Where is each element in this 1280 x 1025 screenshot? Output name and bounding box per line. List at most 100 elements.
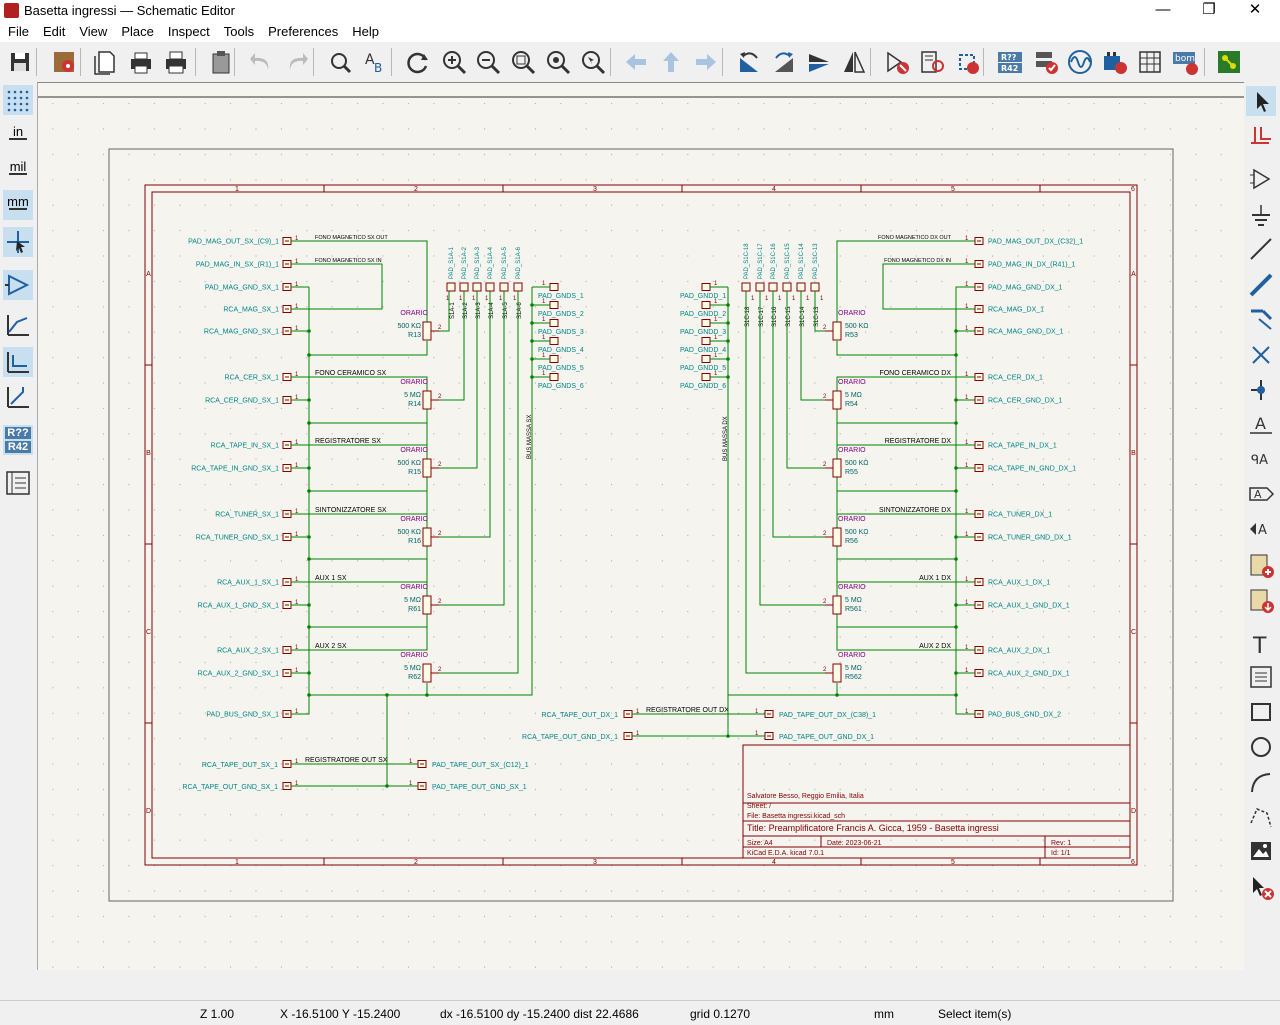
find-button[interactable] — [326, 48, 354, 76]
menu-preferences[interactable]: Preferences — [268, 24, 339, 39]
navigate-forward-button[interactable] — [692, 48, 720, 76]
pin-number: 1 — [485, 296, 489, 302]
line-mode-free-button[interactable] — [3, 310, 33, 340]
switch-pad — [472, 282, 482, 292]
units-mm-button[interactable]: mm — [3, 190, 33, 220]
import-sheet-icon — [1250, 589, 1274, 613]
pcb-editor-button[interactable] — [1215, 48, 1243, 76]
wire — [836, 410, 956, 424]
menu-help[interactable]: Help — [352, 24, 379, 39]
place-power-tool-button[interactable] — [1246, 200, 1276, 230]
junction — [726, 321, 730, 325]
toolbar-separator — [234, 48, 235, 76]
zoom-selection-button[interactable] — [579, 48, 607, 76]
close-button[interactable]: ✕ — [1248, 1, 1262, 18]
page-settings-button[interactable] — [92, 48, 120, 76]
units-inches-button[interactable]: in — [3, 120, 33, 150]
switch-name: S1C-13 — [814, 306, 820, 327]
fields-table-button[interactable] — [1136, 48, 1164, 76]
zoom-fit-button[interactable] — [509, 48, 537, 76]
menu-edit[interactable]: Edit — [42, 24, 66, 39]
symbol-browser-button[interactable] — [918, 48, 946, 76]
annotate-highlight-button[interactable]: R?? R42 — [3, 425, 33, 455]
select-tool-button[interactable] — [1246, 86, 1276, 116]
import-sheet-tool-button[interactable] — [1246, 585, 1276, 615]
add-rectangle-tool-button[interactable] — [1246, 697, 1276, 727]
line-mode-90-button[interactable] — [3, 347, 33, 377]
add-label-tool-button[interactable]: A — [1246, 410, 1276, 440]
no-connect-tool-button[interactable] — [1246, 340, 1276, 370]
horizontal-scroll-area[interactable] — [37, 970, 1243, 1000]
units-mils-button[interactable]: mil — [9, 159, 27, 175]
menu-inspect[interactable]: Inspect — [167, 24, 210, 39]
rotate-cw-button[interactable] — [770, 48, 798, 76]
annotate-button[interactable]: R??R42 — [996, 48, 1024, 76]
add-graphic-line-tool-button[interactable] — [1246, 802, 1276, 832]
add-sheet-tool-button[interactable] — [1246, 550, 1276, 580]
highlight-net-tool-button[interactable] — [1246, 120, 1276, 150]
zoom-in-button[interactable] — [440, 48, 468, 76]
navigate-up-button[interactable] — [657, 48, 685, 76]
add-global-label-tool-button[interactable]: A — [1246, 479, 1276, 509]
connector-label: RCA_MAG_DX_1 — [988, 307, 1044, 314]
grid-toggle-button[interactable] — [3, 85, 33, 115]
add-hier-label-tool-button[interactable]: A — [1246, 514, 1276, 544]
navigate-back-button[interactable] — [622, 48, 650, 76]
menu-place[interactable]: Place — [121, 24, 154, 39]
paste-button[interactable] — [207, 48, 235, 76]
bom-button[interactable]: bom — [1171, 48, 1199, 76]
erc-button[interactable] — [1032, 48, 1060, 76]
redo-button[interactable] — [283, 48, 311, 76]
add-junction-tool-button[interactable] — [1246, 375, 1276, 405]
hierarchy-panel-button[interactable] — [3, 468, 33, 498]
zoom-out-button[interactable] — [474, 48, 502, 76]
junction — [954, 421, 958, 425]
add-netclass-tool-button[interactable]: ᑫA — [1246, 443, 1276, 473]
minimize-button[interactable]: — — [1155, 1, 1171, 18]
symbol-editor-button[interactable] — [883, 48, 911, 76]
place-symbol-tool-button[interactable] — [1246, 164, 1276, 194]
footprint-assign-button[interactable] — [953, 48, 981, 76]
menu-file[interactable]: File — [8, 24, 29, 39]
add-text-tool-button[interactable]: T — [1246, 628, 1276, 659]
sheet-outer-border — [144, 184, 1138, 866]
add-bus-entry-tool-button[interactable] — [1246, 304, 1276, 334]
connector-label: PAD_MAG_GND_SX_1 — [205, 285, 279, 292]
delete-tool-button[interactable] — [1246, 872, 1276, 902]
cursor-crosshair-button[interactable] — [3, 227, 33, 257]
pot-type-label: ORARIO — [400, 379, 428, 386]
add-image-tool-button[interactable] — [1246, 836, 1276, 866]
plot-button[interactable] — [162, 48, 190, 76]
add-circle-tool-button[interactable] — [1246, 732, 1276, 762]
add-arc-tool-button[interactable] — [1246, 768, 1276, 798]
connector-label: PAD_TAPE_OUT_SX_(C12)_1 — [432, 762, 529, 769]
rotate-ccw-button[interactable] — [735, 48, 763, 76]
menu-view[interactable]: View — [79, 24, 108, 39]
mirror-vertical-button[interactable] — [805, 48, 833, 76]
column-number: 5 — [951, 186, 955, 193]
restore-button[interactable]: ❐ — [1202, 1, 1216, 18]
refresh-button[interactable] — [404, 48, 432, 76]
save-button[interactable] — [6, 48, 34, 76]
wire — [759, 291, 825, 606]
add-bus-tool-button[interactable] — [1246, 270, 1276, 300]
line-mode-45-button[interactable] — [3, 382, 33, 412]
gnd-pad-label: PAD_GNDS_3 — [538, 329, 584, 336]
zoom-objects-button[interactable] — [544, 48, 572, 76]
print-button[interactable] — [127, 48, 155, 76]
toolbar-separator — [610, 48, 611, 76]
junction — [307, 489, 311, 493]
menu-tools[interactable]: Tools — [223, 24, 255, 39]
pcb-update-button[interactable] — [1100, 48, 1128, 76]
schematic-setup-button[interactable] — [50, 48, 78, 76]
hierarchy-navigator-button[interactable] — [3, 270, 33, 300]
add-textbox-tool-button[interactable] — [1246, 662, 1276, 692]
mirror-horizontal-button[interactable] — [840, 48, 868, 76]
add-wire-tool-button[interactable] — [1246, 234, 1276, 264]
simulator-button[interactable] — [1066, 48, 1094, 76]
add-hier-label-icon: A — [1250, 523, 1267, 538]
undo-button[interactable] — [247, 48, 275, 76]
